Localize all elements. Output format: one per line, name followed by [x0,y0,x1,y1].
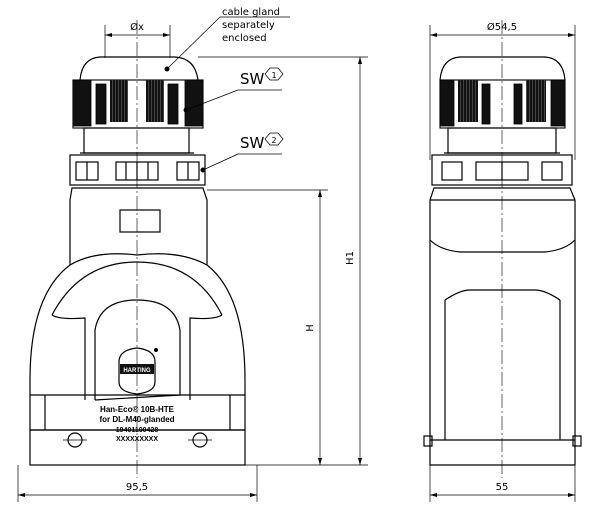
gland-neck-front [83,127,190,154]
logo-text: HARTING [123,368,151,374]
sw1-number: 1 [271,71,276,80]
sw1-label: SW [240,70,265,88]
knurled-nut-front [72,79,204,129]
hood-front [29,187,246,466]
note-line-2: separately [222,20,275,31]
dimension-label: Ø54,5 [487,21,517,33]
dimension-gland-diameter: Øx [104,21,171,58]
note-line-1: cable gland [222,7,280,18]
dimension-label: H1 [345,251,356,265]
dimension-label: H [305,324,316,332]
dimension-total-height: H1 [198,56,368,465]
note-line-3: enclosed [222,33,267,44]
cable-gland-note: cable gland separately enclosed [164,7,290,72]
dimension-side-width: 55 [429,465,576,502]
sw1-callout: SW 1 [183,67,284,113]
front-view: HARTING Han-Eco® 10B-HTE for DL-M40-glan… [17,7,368,502]
dimension-label: 55 [496,482,509,493]
label-line-3: 19401100428 [116,427,159,434]
dimension-side-diameter: Ø54,5 [429,21,576,160]
gland-dome-front [79,56,199,81]
hood-side [423,187,582,466]
harting-logo: HARTING [118,347,158,395]
gland-dome-side [439,56,566,81]
knurled-nut-side [439,79,566,129]
label-line-1: Han-Eco® 10B-HTE [100,405,175,414]
dimension-hood-height: H [207,189,368,466]
sw2-label: SW [240,134,265,152]
sw2-number: 2 [271,136,276,145]
dimension-label: Øx [130,21,144,33]
dimension-label: 95,5 [126,482,148,493]
side-view: Ø54,5 55 [423,20,582,502]
sw2-callout: SW 2 [200,132,284,173]
hex-nut-front [69,154,206,186]
dimension-front-width: 95,5 [17,465,258,502]
